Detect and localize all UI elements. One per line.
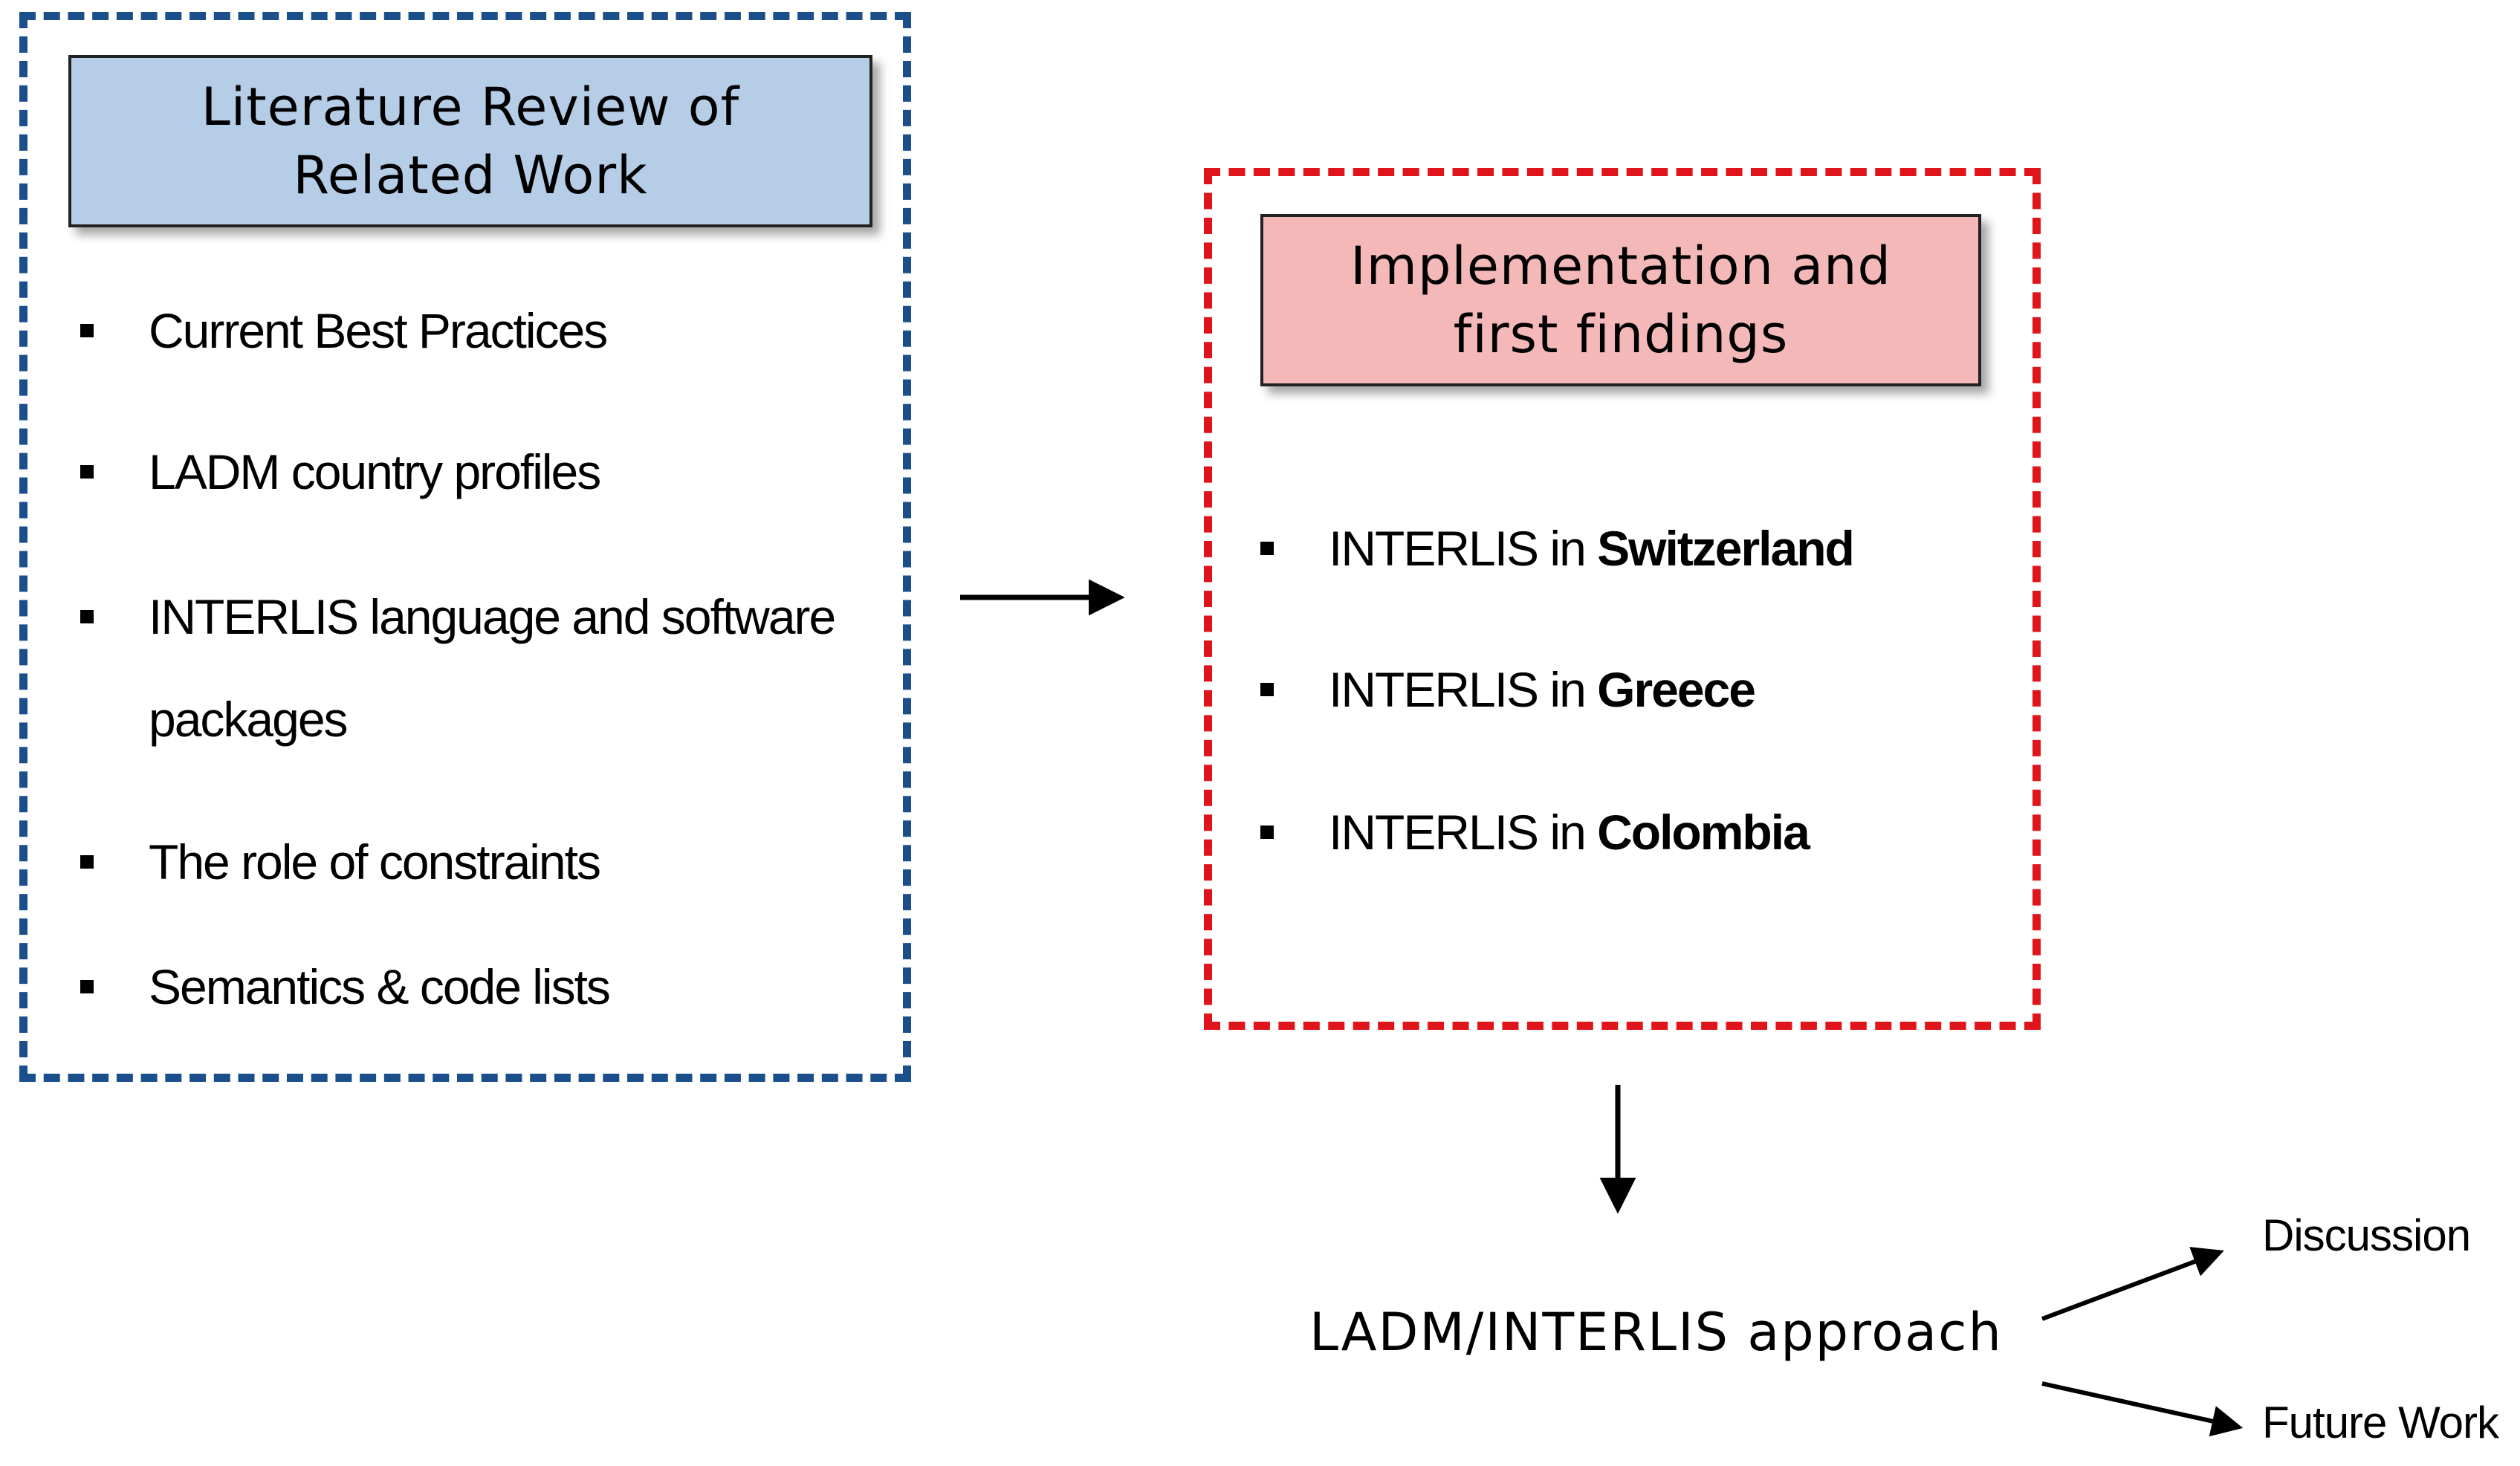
country-name: Colombia (1597, 805, 1810, 860)
literature-review-container (19, 12, 911, 1082)
implementation-container (1204, 168, 2041, 1030)
bullet-square-icon (80, 465, 94, 479)
bullet-square-icon (80, 980, 94, 993)
country-name: Greece (1597, 662, 1756, 717)
bullet-square-icon (1260, 826, 1274, 839)
arrow-to-discussion-icon (2041, 1247, 2224, 1321)
bullet-square-icon (80, 855, 94, 869)
bullet-square-icon (1260, 683, 1274, 696)
implementation-title-box: Implementation and first findings (1260, 214, 1981, 386)
literature-review-title: Literature Review of Related Work (201, 77, 740, 206)
future-work-label: Future Work (2262, 1398, 2499, 1447)
bullet-square-icon (1260, 542, 1274, 555)
discussion-label: Discussion (2262, 1210, 2471, 1260)
bullet-square-icon (80, 324, 94, 337)
implementation-title: Implementation and first findings (1350, 236, 1891, 365)
country-name: Switzerland (1597, 521, 1855, 576)
approach-label: LADM/INTERLIS approach (1309, 1302, 2003, 1363)
arrow-to-future-work-icon (2041, 1381, 2244, 1437)
literature-review-title-box: Literature Review of Related Work (68, 55, 872, 227)
bullet-square-icon (80, 610, 94, 623)
